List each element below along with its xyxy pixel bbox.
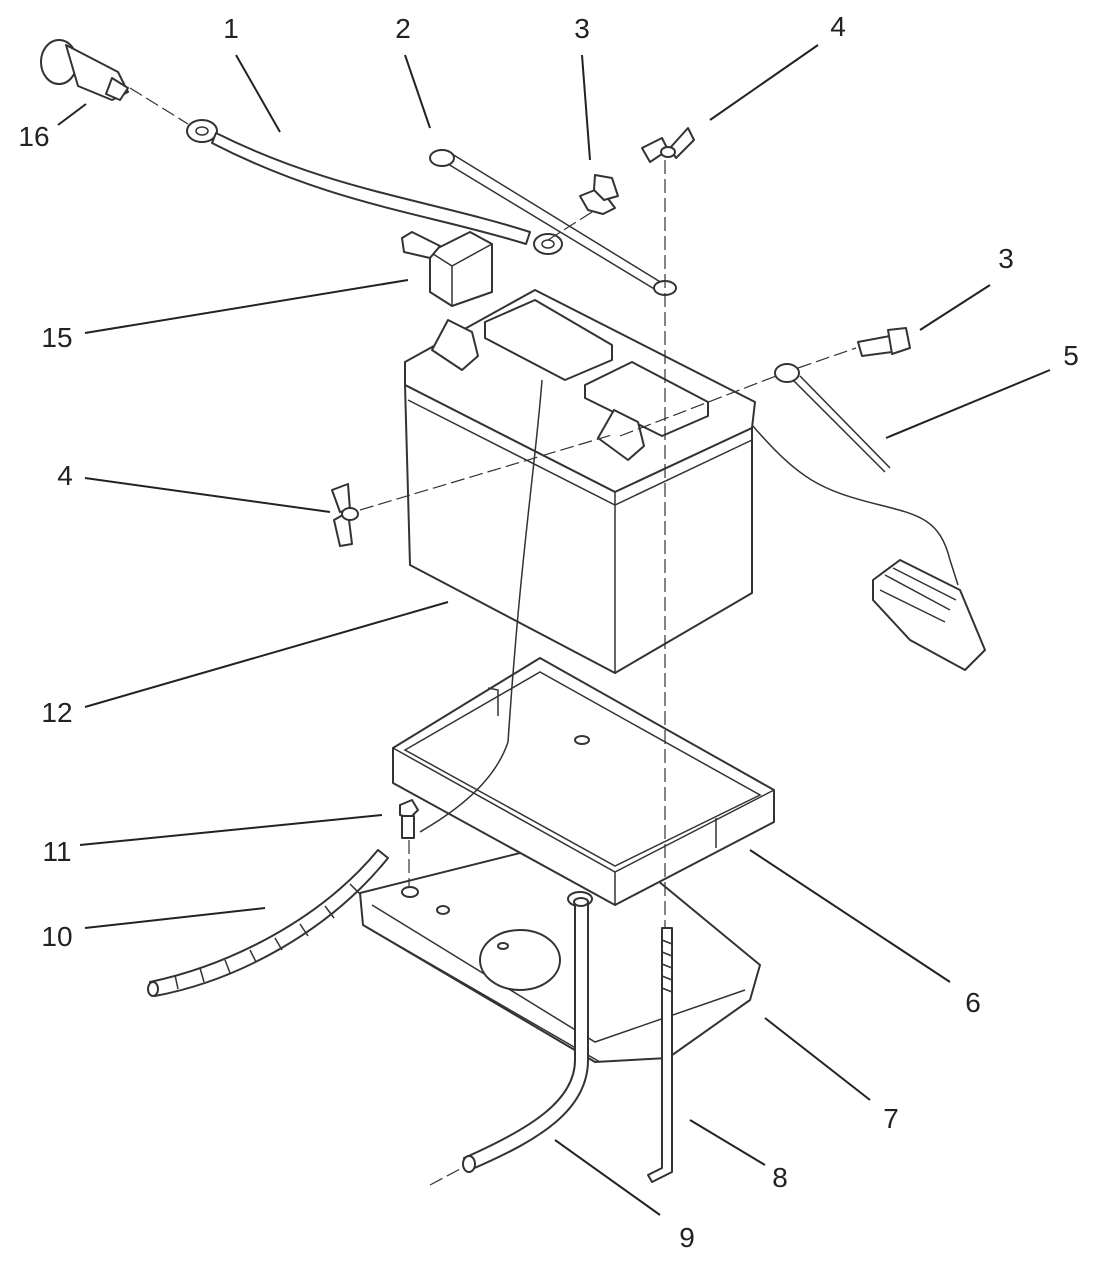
callout-9: 9 bbox=[679, 1222, 695, 1253]
leader-lines bbox=[57, 44, 1051, 1216]
callout-5: 5 bbox=[1063, 340, 1079, 371]
terminal-cover-15 bbox=[401, 231, 493, 307]
vent-tube bbox=[462, 897, 589, 1173]
leader-11 bbox=[79, 814, 383, 846]
leader-1 bbox=[235, 54, 281, 133]
battery-tray bbox=[392, 657, 775, 906]
leader-3a bbox=[581, 54, 591, 161]
callout-8: 8 bbox=[772, 1162, 788, 1193]
wing-nut-upper bbox=[641, 127, 695, 163]
leader-9 bbox=[554, 1139, 661, 1216]
battery bbox=[404, 289, 756, 833]
assembly-lines bbox=[129, 87, 857, 1186]
leader-12 bbox=[84, 601, 449, 708]
wing-nut-left bbox=[331, 483, 359, 547]
callout-1: 1 bbox=[223, 13, 239, 44]
callout-16: 16 bbox=[18, 121, 49, 152]
callout-15: 15 bbox=[41, 322, 72, 353]
leader-16 bbox=[57, 103, 87, 126]
leader-4a bbox=[709, 44, 819, 121]
bolt-3-right bbox=[857, 327, 911, 357]
callout-7: 7 bbox=[883, 1103, 899, 1134]
callout-12: 12 bbox=[41, 697, 72, 728]
leader-2 bbox=[404, 54, 431, 129]
hold-down-rod bbox=[647, 927, 673, 1183]
callout-4-upper: 4 bbox=[830, 11, 846, 42]
callout-11: 11 bbox=[42, 836, 71, 867]
negative-cable bbox=[186, 119, 563, 255]
positive-cable bbox=[774, 363, 891, 473]
leader-4b bbox=[84, 477, 331, 513]
callout-2: 2 bbox=[395, 13, 411, 44]
leader-5 bbox=[885, 369, 1051, 439]
callout-3-upper: 3 bbox=[574, 13, 590, 44]
leader-8 bbox=[689, 1119, 766, 1166]
leader-6 bbox=[749, 849, 951, 983]
ground-strap bbox=[429, 149, 677, 296]
bolt-3-upper bbox=[579, 174, 619, 215]
terminal-cap-16 bbox=[40, 39, 129, 101]
leader-15 bbox=[84, 279, 409, 334]
protective-sleeve bbox=[147, 849, 389, 997]
callout-4-left: 4 bbox=[57, 460, 73, 491]
mounting-plate bbox=[359, 832, 761, 1063]
leader-3b bbox=[919, 284, 991, 331]
cable-connector bbox=[751, 424, 986, 671]
leader-10 bbox=[84, 907, 266, 929]
callout-labels: 1 2 3 4 3 5 4 6 7 8 9 10 11 12 15 16 bbox=[18, 11, 1078, 1253]
callout-6: 6 bbox=[965, 987, 981, 1018]
leader-7 bbox=[764, 1017, 871, 1101]
callout-3-right: 3 bbox=[998, 243, 1014, 274]
callout-10: 10 bbox=[41, 921, 72, 952]
bolt-11 bbox=[399, 799, 419, 839]
